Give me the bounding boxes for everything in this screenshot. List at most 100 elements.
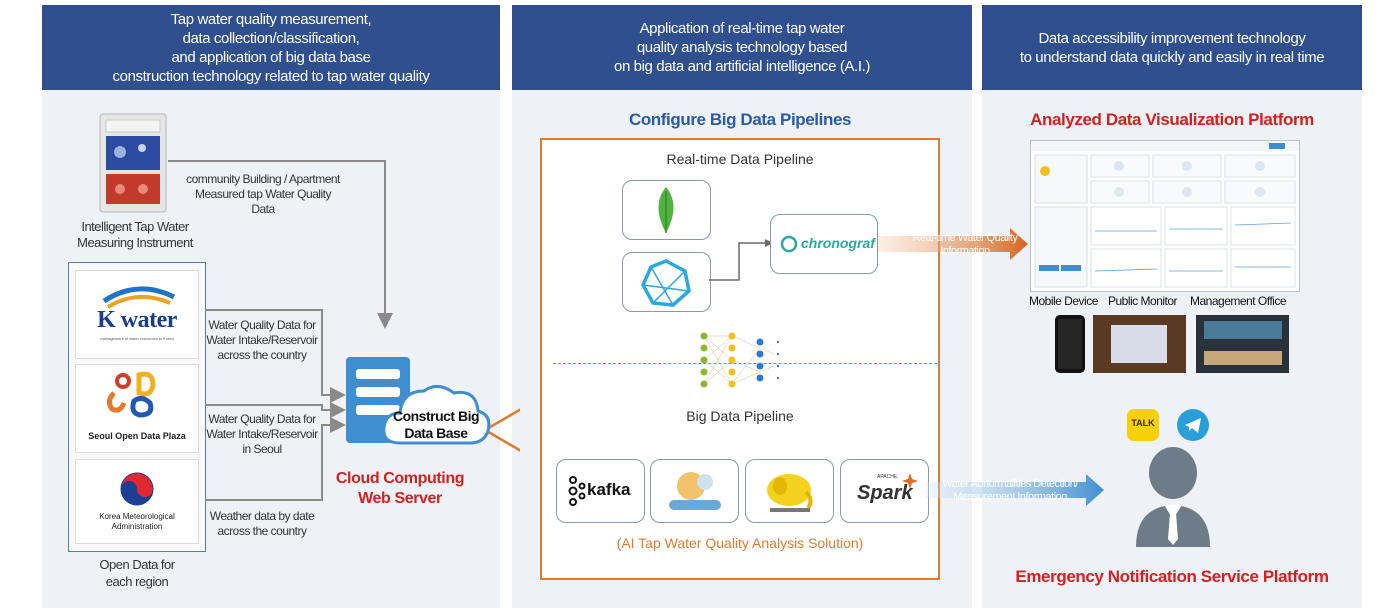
instrument-label-line: Measuring Instrument: [77, 235, 193, 250]
left-connectors: [168, 160, 520, 501]
kma-data-line: Weather data by date: [209, 509, 315, 523]
server-label: Cloud Computing Web Server: [330, 469, 470, 509]
influx-to-chronograf-arrow: [709, 239, 773, 281]
realtime-arrow-line: Real-time Water Quality: [912, 232, 1018, 244]
influxdb-icon: [641, 259, 691, 307]
chronograf-logo-text: chronograf: [801, 235, 875, 251]
influx-card: [622, 252, 711, 312]
kma-logo-card: Korea Meteorological Administration: [75, 459, 199, 544]
header-middle: Application of real-time tap water qualit…: [512, 5, 972, 90]
solution-label: (AI Tap Water Quality Analysis Solution): [616, 535, 864, 551]
header-right: Data accessibility improvement technolog…: [982, 5, 1362, 90]
kwater-data-label: Water Quality Data for Water Intake/Rese…: [202, 318, 322, 363]
abnormal-arrow-label: Water Abnormalities Detection/ Measureme…: [920, 478, 1100, 504]
instrument-label-line: Intelligent Tap Water: [81, 219, 189, 234]
seoul-logo-icon: [106, 371, 156, 418]
kwater-data-line: Water Quality Data for: [208, 318, 316, 332]
device-label-monitor: Public Monitor: [1108, 294, 1178, 308]
instrument-data-label: community Building / Apartment Measured …: [178, 172, 348, 217]
header-right-line: Data accessibility improvement technolog…: [1038, 29, 1306, 47]
open-data-line: Open Data for: [99, 557, 175, 572]
abnormal-arrow-line: Water Abnormalities Detection/: [942, 478, 1078, 490]
realtime-arrow: [878, 228, 1028, 260]
kma-data-line: across the country: [217, 524, 307, 538]
kwater-logo-icon: [102, 286, 176, 309]
kafka-card: kafka: [556, 459, 645, 523]
cloud-label: Construct Big Data Base: [384, 408, 488, 442]
talk-label: TALK: [1131, 418, 1155, 428]
header-left-line: and application of big data base: [171, 48, 371, 66]
cloud-to-pipeline-connector: [484, 408, 520, 452]
person-avatar: [1132, 447, 1214, 547]
hadoop-elephant-icon: [767, 474, 813, 512]
header-left-line: data collection/classification,: [182, 29, 360, 47]
header-middle-line: Application of real-time tap water: [639, 20, 845, 37]
abnormal-arrow-line: Measurement Information: [953, 491, 1067, 503]
server-label-line: Cloud Computing: [335, 470, 465, 487]
kwater-connector: [205, 309, 346, 403]
seoul-data-line: Water Quality Data for: [208, 412, 316, 426]
dashboard-screenshot: [1030, 140, 1300, 292]
mongodb-card: [622, 180, 711, 240]
realtime-arrow-label: Real-time Water Quality Information: [880, 232, 1050, 258]
management-office-photo: [1196, 315, 1289, 373]
mobile-device-photo: [1055, 315, 1085, 373]
kakaotalk-icon: TALK: [1127, 409, 1159, 441]
instrument-connector: [168, 160, 393, 329]
mongodb-leaf-icon: [658, 187, 674, 233]
instrument-label: Intelligent Tap Water Measuring Instrume…: [55, 219, 215, 251]
spark-logo-text: Spark: [857, 482, 913, 504]
spark-small-text: APACHE: [877, 474, 898, 480]
seoul-logo-text: Seoul Open Data Plaza: [88, 431, 186, 441]
kafka-icon: [568, 476, 586, 506]
seoul-data-label: Water Quality Data for Water Intake/Rese…: [202, 412, 322, 457]
seoul-connector: [205, 402, 346, 418]
instrument-data-line: Measured tap Water Quality: [195, 187, 331, 201]
header-middle-line: quality analysis technology based: [636, 39, 848, 56]
pipeline-divider: [553, 363, 937, 364]
header-left: Tap water quality measurement,data colle…: [42, 5, 500, 90]
cloud-icon: [378, 375, 494, 455]
chronograf-card: chronograf: [770, 214, 878, 274]
kwater-logo-text: K water: [97, 307, 177, 333]
kwater-data-line: Water Intake/Reservoir: [206, 333, 318, 347]
kwater-data-line: across the country: [217, 348, 307, 362]
seoul-data-line: Water Intake/Reservoir: [206, 427, 318, 441]
kafka-logo-text: kafka: [587, 480, 631, 499]
abnormal-arrow: [926, 474, 1104, 506]
tool2-logo-icon: [669, 472, 721, 510]
measuring-instrument-icon: [98, 112, 168, 214]
spark-star-icon: [902, 473, 918, 489]
neural-network-icon: [700, 332, 779, 388]
viz-platform-title: Analyzed Data Visualization Platform: [1030, 110, 1314, 129]
spark-card: APACHE Spark: [840, 459, 929, 523]
device-label-office: Management Office: [1190, 294, 1287, 308]
realtime-pipeline-title: Real-time Data Pipeline: [666, 151, 814, 167]
telegram-icon: [1177, 409, 1209, 441]
header-left-line: construction technology related to tap w…: [112, 67, 430, 85]
kma-connector: [205, 417, 346, 501]
open-data-label: Open Data for each region: [70, 556, 204, 590]
tool2-card: [650, 459, 739, 523]
device-label-mobile: Mobile Device: [1029, 294, 1098, 308]
bigdata-pipeline-title: Big Data Pipeline: [686, 408, 794, 424]
seoul-data-line: in Seoul: [242, 442, 282, 456]
kwater-logo-card: K water management of water resources in…: [75, 270, 199, 359]
emergency-platform-title: Emergency Notification Service Platform: [1015, 567, 1329, 586]
public-monitor-photo: [1093, 315, 1186, 373]
instrument-data-line: Data: [251, 202, 275, 216]
realtime-arrow-line: Information: [940, 245, 990, 257]
seoul-logo-card: Seoul Open Data Plaza: [75, 364, 199, 453]
header-right-line: to understand data quickly and easily in…: [1019, 48, 1325, 66]
kma-logo-text: Korea Meteorological Administration: [99, 512, 175, 531]
pipelines-title: Configure Big Data Pipelines: [628, 110, 852, 129]
cloud-label-line: Data Base: [404, 425, 468, 441]
chronograf-icon: [780, 235, 798, 253]
hadoop-card: [745, 459, 834, 523]
header-left-line: Tap water quality measurement,: [170, 10, 372, 28]
cloud-label-line: Construct Big: [392, 408, 480, 424]
server-label-line: Web Server: [358, 490, 442, 507]
kwater-logo-subtext: management of water resources in Korea: [100, 336, 174, 341]
kma-emblem-icon: [120, 472, 154, 506]
kma-data-label: Weather data by date across the country: [202, 509, 322, 539]
